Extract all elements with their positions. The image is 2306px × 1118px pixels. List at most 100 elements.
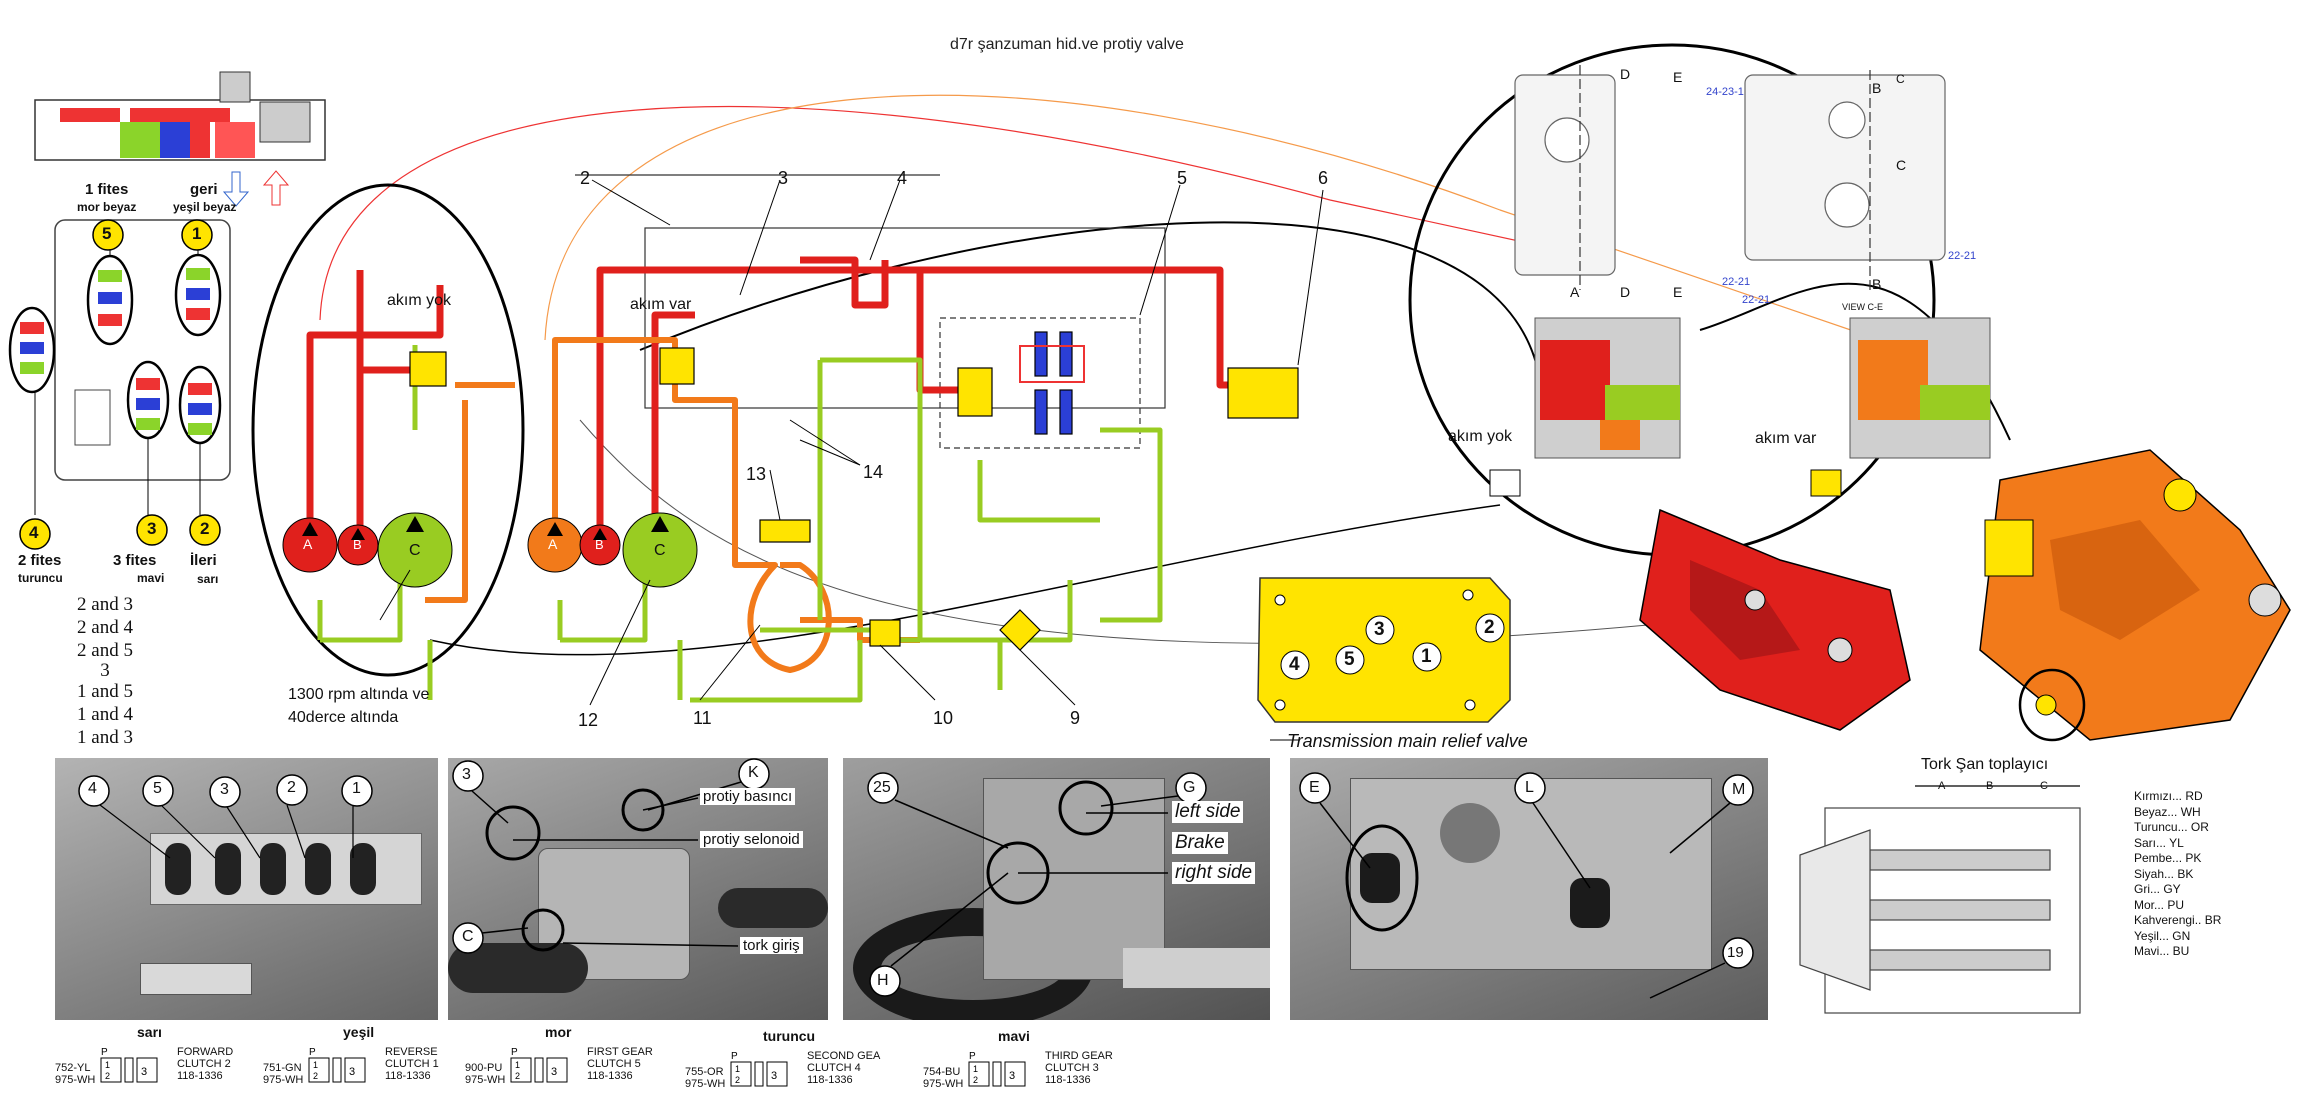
solenoid-desc-1: SECOND GEA (807, 1050, 881, 1062)
solenoid-part: 118-1336 (1045, 1074, 1091, 1086)
pump-label-a2: A (548, 536, 558, 552)
callout-3: 3 (778, 168, 789, 188)
solenoid-desc-1: FIRST GEAR (587, 1046, 653, 1058)
callout-11: 11 (693, 708, 712, 728)
svg-text:2: 2 (105, 1071, 110, 1081)
connector-orange-curve (544, 94, 1881, 341)
svg-text:3: 3 (1009, 1070, 1015, 1082)
fitting-sub-2: turuncu (18, 571, 63, 585)
valve-cross-section (34, 71, 326, 207)
fitting-sub-1: mor beyaz (77, 200, 137, 214)
tc-dim-c: C (2040, 780, 2048, 792)
plate-number-5: 5 (1344, 649, 1355, 670)
photo3-note-right-side: right side (1172, 862, 1256, 884)
photo3-note-left-side: left side (1172, 801, 1244, 823)
pump-label-b: B (353, 537, 362, 552)
photo-protiy-valve (448, 758, 828, 1020)
schematic-label-akim-var: akım var (630, 296, 692, 313)
solenoid-part: 118-1336 (385, 1070, 431, 1082)
solenoid-desc-1: THIRD GEAR (1045, 1050, 1113, 1062)
photo4-letter-l: L (1525, 779, 1534, 796)
combination-item: 2 and 3 (77, 594, 133, 615)
pump-label-c: C (409, 542, 421, 559)
connector-black-curve-1 (639, 221, 1541, 381)
photo2-letter-3: 3 (462, 766, 471, 783)
pump-label-a: A (303, 536, 313, 552)
callout-9: 9 (1070, 708, 1081, 728)
detail-view-caption: VIEW C-E (1842, 302, 1884, 312)
callout-14: 14 (863, 462, 884, 482)
solenoid-desc-2: CLUTCH 4 (807, 1062, 861, 1074)
color-legend-item: Mavi... BU (2134, 944, 2190, 958)
svg-text:3: 3 (141, 1066, 147, 1078)
detail-section-a: A (1570, 284, 1580, 300)
solenoid-desc-2: CLUTCH 5 (587, 1058, 641, 1070)
fitting-label-geri: geri (190, 181, 218, 198)
detail-section-d: D (1620, 66, 1631, 82)
svg-text:1: 1 (735, 1064, 740, 1074)
svg-text:P: P (969, 1051, 976, 1062)
photo1-number-5: 5 (153, 780, 162, 797)
solenoid-name: mor (545, 1024, 572, 1040)
fitting-label-ileri: İleri (190, 552, 217, 569)
color-legend-item: Mor... PU (2134, 897, 2185, 912)
combination-item: 1 and 5 (77, 681, 133, 702)
combination-list: 2 and 3 2 and 4 2 and 5 3 1 and 5 1 and … (55, 593, 155, 749)
photo3-note-brake: Brake (1172, 832, 1228, 854)
fitting-sub-geri: yeşil beyaz (173, 200, 237, 214)
solenoid-wire-1: 751-GN (263, 1062, 302, 1074)
color-legend-item: Yeşil... GN (2134, 928, 2191, 943)
svg-text:1: 1 (313, 1060, 318, 1070)
connector-black-curve-3 (429, 504, 1501, 656)
color-legend-item: Kırmızı... RD (2134, 789, 2203, 803)
photo2-note-protiy-basinci: protiy basıncı (700, 788, 796, 805)
solenoid-wire-2: 975-WH (263, 1074, 304, 1086)
plate-number-2: 2 (1484, 617, 1495, 638)
solenoid-symbol-graphic: P 12 3 (308, 1047, 366, 1083)
schematic-label-akim-yok: akım yok (387, 292, 452, 309)
connector-red-curve (319, 105, 1561, 321)
photo4-letter-m: M (1732, 781, 1746, 798)
detail-label-akim-var: akım var (1755, 430, 1817, 447)
photo3-label-g: G (1183, 779, 1196, 796)
circle-number-4: 4 (29, 523, 39, 542)
connector-grey-curve (579, 419, 1701, 644)
photo3-callouts (867, 772, 1207, 997)
photo-main-relief-valve (1290, 758, 1768, 1020)
solenoid-wire-2: 975-WH (55, 1074, 96, 1086)
schematic-frame (575, 174, 1166, 449)
detail-solenoid-off (1489, 469, 1521, 497)
svg-text:P: P (309, 1047, 316, 1058)
color-legend-item: Kahverengi.. BR (2134, 913, 2222, 927)
color-legend: Kırmızı... RD Beyaz... WH Turuncu... OR … (2134, 789, 2221, 960)
svg-text:P: P (731, 1051, 738, 1062)
plate-number-4: 4 (1289, 654, 1300, 675)
photo4-title: Transmission main relief valve (1287, 731, 1528, 751)
fitting-sub-ileri: sarı (197, 572, 219, 586)
detail-section-c: C (1896, 72, 1905, 86)
photo4-letter-e: E (1309, 779, 1320, 796)
solenoid-wire-1: 752-YL (55, 1062, 91, 1074)
svg-text:2: 2 (313, 1071, 318, 1081)
solenoid-symbol-graphic: P 12 3 (100, 1047, 158, 1083)
detail-section-e: E (1673, 69, 1683, 85)
photo1-number-4: 4 (88, 780, 97, 797)
detail-label-akim-yok: akım yok (1448, 428, 1513, 445)
orange-valve-body (1979, 449, 2291, 742)
torque-converter-drawing (1799, 785, 2081, 1014)
detail-solenoid-on (1810, 469, 1842, 497)
lines-red (306, 256, 1290, 530)
photo1-number-1: 1 (352, 780, 361, 797)
solenoid-wire-2: 975-WH (465, 1074, 506, 1086)
combination-item: 1 and 4 (77, 704, 133, 725)
solenoid-wire-1: 900-PU (465, 1062, 503, 1074)
detail-drawings (1514, 65, 1946, 290)
svg-text:1: 1 (515, 1060, 520, 1070)
callout-leaders (379, 179, 1324, 741)
solenoid-name: yeşil (343, 1024, 375, 1040)
